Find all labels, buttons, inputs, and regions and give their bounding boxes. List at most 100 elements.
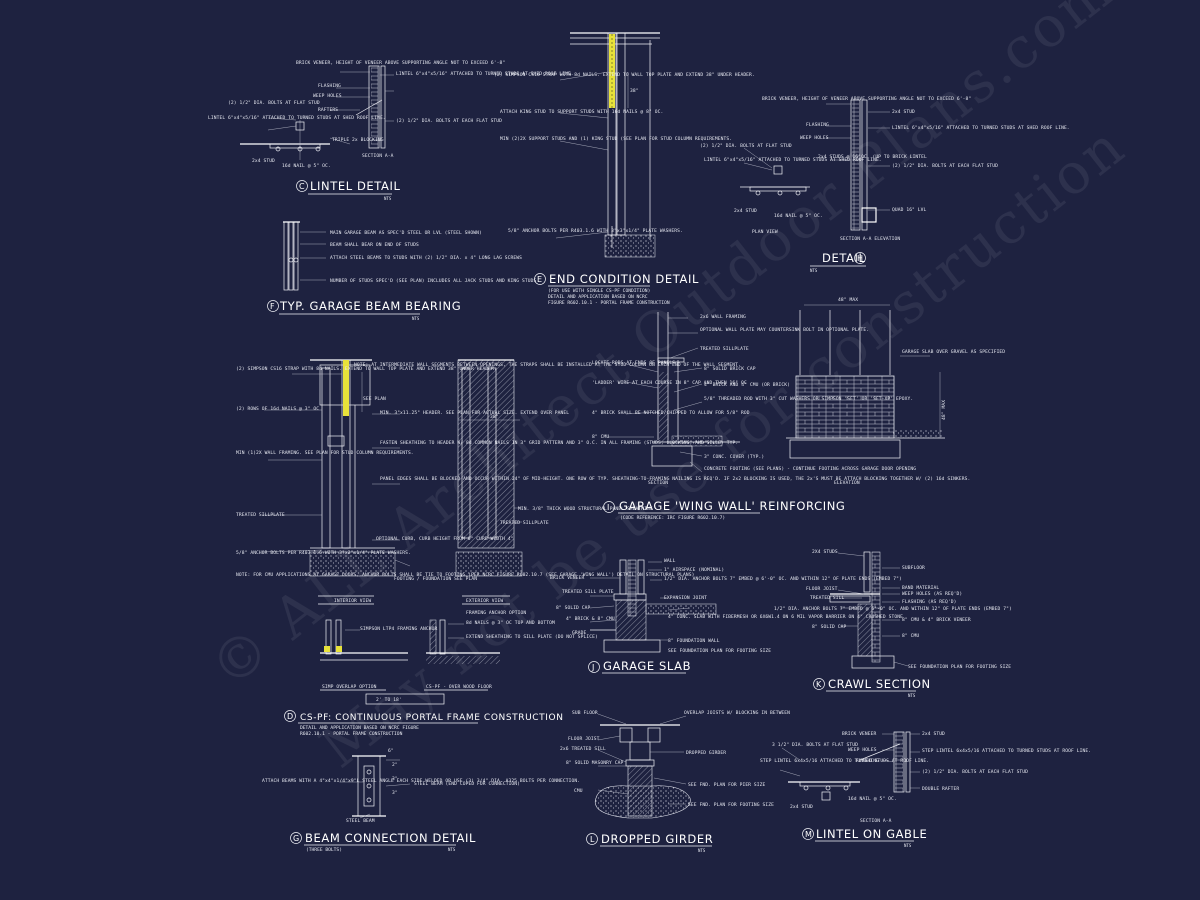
c-label-5: LINTEL 6"x4"x5/16" ATTACHED TO TURNED ST… [396,71,574,77]
m-label-5: FLASHING [856,758,879,764]
k-label-5: FLASHING (AS REQ'D) [902,599,956,605]
d-label-19: FRAMING ANCHOR OPTION [466,610,526,616]
m-letter: M [805,830,812,839]
f-label-3: NUMBER OF STUDS SPEC'D (SEE PLAN) INCLUD… [330,278,536,284]
d-letter: D [287,712,293,721]
d-label-0: (2) SIMPSON CS16 STRAP WITH 8d NAILS. EX… [236,366,497,372]
i-label-12: SECTION [648,480,668,486]
g-label-5: 3" [392,776,398,782]
i-letter: I [607,503,609,512]
k-label-2: FLOOR JOIST [806,586,838,592]
detail-i-wing-wall: 2x6 WALL FRAMING OPTIONAL WALL PLATE MAY… [592,297,1005,521]
d-label-7: MIN. 3"x11.25" HEADER. SEE PLAN FOR ACTU… [380,410,569,416]
d-label-13: EXTERIOR VIEW [466,598,503,604]
i-label-14: 48" MAX [838,297,858,303]
d-label-14: MIN. 3/8" THICK WOOD STRUCTURAL PANEL SH… [518,506,653,512]
g-label-6: 3" [392,790,398,796]
h-label-3: 2x4 STUD [892,109,915,115]
k-letter: K [816,680,822,689]
i-label-4: 8" SOLID BRICK CAP [704,366,756,372]
i-label-1: OPTIONAL WALL PLATE MAY COUNTERSINK BOLT… [700,327,869,333]
h-label-9: 2x4 STUD [734,208,757,214]
l-label-7: CMU [574,788,583,794]
l-label-8: SEE FND. PLAN FOR FOOTING SIZE [688,802,774,808]
e-title: END CONDITION DETAIL [549,272,699,286]
k-label-1: SUBFLOOR [902,565,925,571]
i-label-10: 3" CONC. COVER (TYP.) [704,454,764,460]
d-label-17: 8d NAILS @ 3" OC TOP AND BOTTOM [466,620,555,626]
m-label-0: BRICK VENEER [842,731,877,737]
d-label-4: 5/8" ANCHOR BOLTS PER R403.1.6 WITH 3"x3… [236,550,411,556]
i-label-2: TREATED SILLPLATE [700,346,749,352]
e-letter: E [537,275,542,284]
i-label-7: 4" BRICK SHALL BE NOTCHED/CHIPPED TO ALL… [592,410,750,416]
l-label-0: SUB FLOOR [572,710,598,716]
m-label-11: SECTION A-A [860,818,892,824]
c-label-1: FLASHING [318,83,341,89]
i-label-15: GARAGE SLAB OVER GRAVEL AS SPECIFIED [902,349,1005,355]
h-label-6: (2) 1/2" DIA. BOLTS AT EACH FLAT STUD [892,163,998,169]
d-label-21: CS-PF - OVER WOOD FLOOR [426,684,492,690]
m-nts: NTS [904,843,912,848]
c-nts: NTS [384,196,392,201]
m-label-3: WEEP HOLES [848,747,877,753]
m-label-10: 16d NAIL @ 5" OC. [848,796,897,802]
g-nts: NTS [448,847,456,852]
c-title: LINTEL DETAIL [310,179,400,193]
h-label-12: PLAN VIEW [752,229,778,235]
h-label-2: WEEP HOLES [800,135,829,141]
f-label-0: MAIN GARAGE BEAM AS SPEC'D STEEL OR LVL … [330,230,482,236]
g-label-3: 6" [388,748,394,754]
h-label-13: SECTION A-A ELEVATION [840,236,900,242]
c-label-9: (2) 1/2" DIA. BOLTS AT EACH FLAT STUD [396,118,502,124]
f-label-1: BEAM SHALL BEAR ON END OF STUDS [330,242,419,248]
c-label-8: LINTEL 6"x4"x5/16" ATTACHED TO TURNED ST… [208,115,386,121]
i-label-11: CONCRETE FOOTING (SEE PLANS) - CONTINUE … [704,466,916,472]
c-label-7: 2x4 STUD [252,158,275,164]
j-label-6: 8" SOLID CAP [556,605,591,611]
d-label-16: SIMPSON LTP4 FRAMING ANCHOR [360,626,438,632]
k-title: CRAWL SECTION [828,677,931,691]
d-label-10: OPTIONAL CURB, CURB HEIGHT FROM 0" CURB … [376,536,514,542]
c-label-10: 16d NAIL @ 5" OC. [282,163,331,169]
l-title: DROPPED GIRDER [601,832,713,846]
d-label-2: MIN (1)2X WALL FRAMING. SEE PLAN FOR STU… [236,450,414,456]
l-label-2: FLOOR JOIST [568,736,600,742]
e-sub-0: (FOR USE WITH SINGLE CS-PF CONDITION) [548,288,650,294]
l-label-1: OVERLAP JOISTS W/ BLOCKING IN BETWEEN [684,710,790,716]
detail-l-dropped-girder: SUB FLOOR OVERLAP JOISTS W/ BLOCKING IN … [560,710,790,853]
c-label-2: WEEP HOLES [313,93,342,99]
h-label-7: (2) 1/2" DIA. BOLTS AT FLAT STUD [700,143,792,149]
d-label-23: 38" [490,414,499,420]
m-label-1: 2x4 STUD [922,731,945,737]
e-label-1: ATTACH KING STUD TO SUPPORT STUDS WITH 1… [500,109,663,115]
detail-d-portal-frame: SEE PLAN INTERIOR VIEW 38" EXTERIOR VIEW… [236,359,970,737]
e-label-3: 5/8" ANCHOR BOLTS PER R403.1.6 WITH 3"x3… [508,228,683,234]
j-label-9: GRADE [572,630,586,636]
d-label-18: EXTEND SHEATHING TO SILL PLATE (DO NOT S… [466,634,598,640]
l-label-6: SEE FND. PLAN FOR PIER SIZE [688,782,766,788]
detail-e-end-condition: 38" (2) SIMPSON CS16 STRAP WITH 8d NAILS… [494,32,755,306]
h-label-10: 16d NAIL @ 5" OC. [774,213,823,219]
c-label-6: TRIPLE 2x BLOCKING [332,137,384,143]
m-label-2: 3 1/2" DIA. BOLTS AT FLAT STUD [772,742,858,748]
j-label-0: WALL [664,558,676,564]
f-nts: NTS [412,316,420,321]
j-letter: J [591,663,594,672]
c-label-0: BRICK VENEER, HEIGHT OF VENEER ABOVE SUP… [296,60,505,66]
l-label-4: DROPPED GIRDER [686,750,726,756]
k-label-4: WEEP HOLES (AS REQ'D) [902,591,962,597]
j-label-2: 1/2" DIA. ANCHOR BOLTS 7" EMBED @ 6'-0" … [664,576,902,582]
d-label-3: TREATED SILLPLATE [236,512,285,518]
d-label-24: SEE PLAN [363,396,386,402]
i-title: GARAGE 'WING WALL' REINFORCING [619,499,845,513]
i-label-3: LOCATE RODS AT ENDS OF PANELS [592,360,675,366]
j-label-4: TREATED SILL PLATE [562,589,614,595]
detail-m-lintel-gable: BRICK VENEER 2x4 STUD 3 1/2" DIA. BOLTS … [760,731,1091,848]
f-letter: F [270,302,275,311]
l-label-5: 8" SOLID MASONRY CAP [566,760,623,766]
h-label-11: QUAD 16" LVL [892,207,927,213]
d-sub-0: DETAIL AND APPLICATION BASED ON NCRC FIG… [300,725,419,731]
detail-k-crawl: 2X4 STUDS SUBFLOOR FLOOR JOIST BAND MATE… [774,549,1012,698]
m-label-4: STEP LINTEL 6x4x5/16 ATTACHED TO TURNED … [922,748,1091,754]
